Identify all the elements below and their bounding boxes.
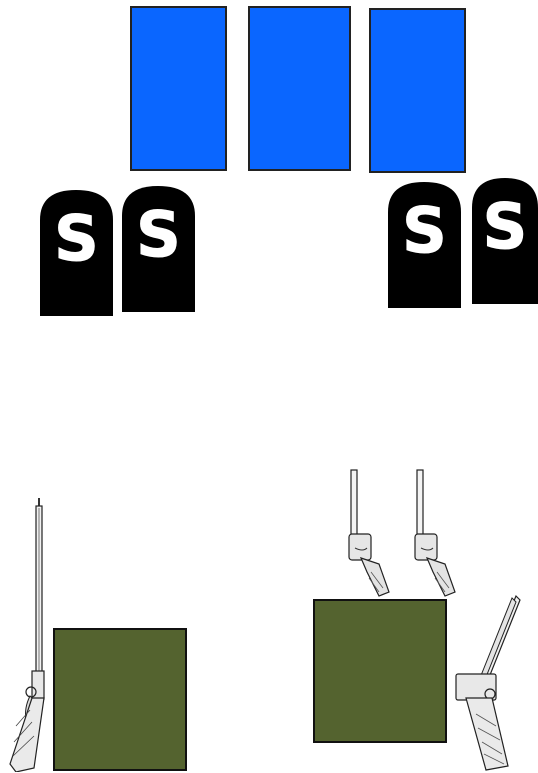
tombstone-letter: S: [136, 198, 182, 271]
revolver-icon[interactable]: [409, 468, 457, 598]
crate-right[interactable]: [313, 599, 447, 743]
tombstone-2[interactable]: S: [122, 186, 195, 312]
tombstone-3[interactable]: S: [388, 182, 461, 308]
card-slot-2[interactable]: [248, 6, 351, 171]
tombstone-1[interactable]: S: [40, 190, 113, 316]
revolver-icon[interactable]: [343, 468, 391, 598]
rifle-icon[interactable]: [4, 496, 50, 772]
tombstone-letter: S: [402, 194, 448, 267]
crate-left[interactable]: [53, 628, 187, 771]
shotgun-icon[interactable]: [452, 594, 522, 772]
tombstone-letter: S: [54, 202, 100, 275]
card-slot-1[interactable]: [130, 6, 227, 171]
tombstone-4[interactable]: S: [472, 178, 538, 304]
card-slot-3[interactable]: [369, 8, 466, 173]
tombstone-letter: S: [482, 190, 528, 263]
